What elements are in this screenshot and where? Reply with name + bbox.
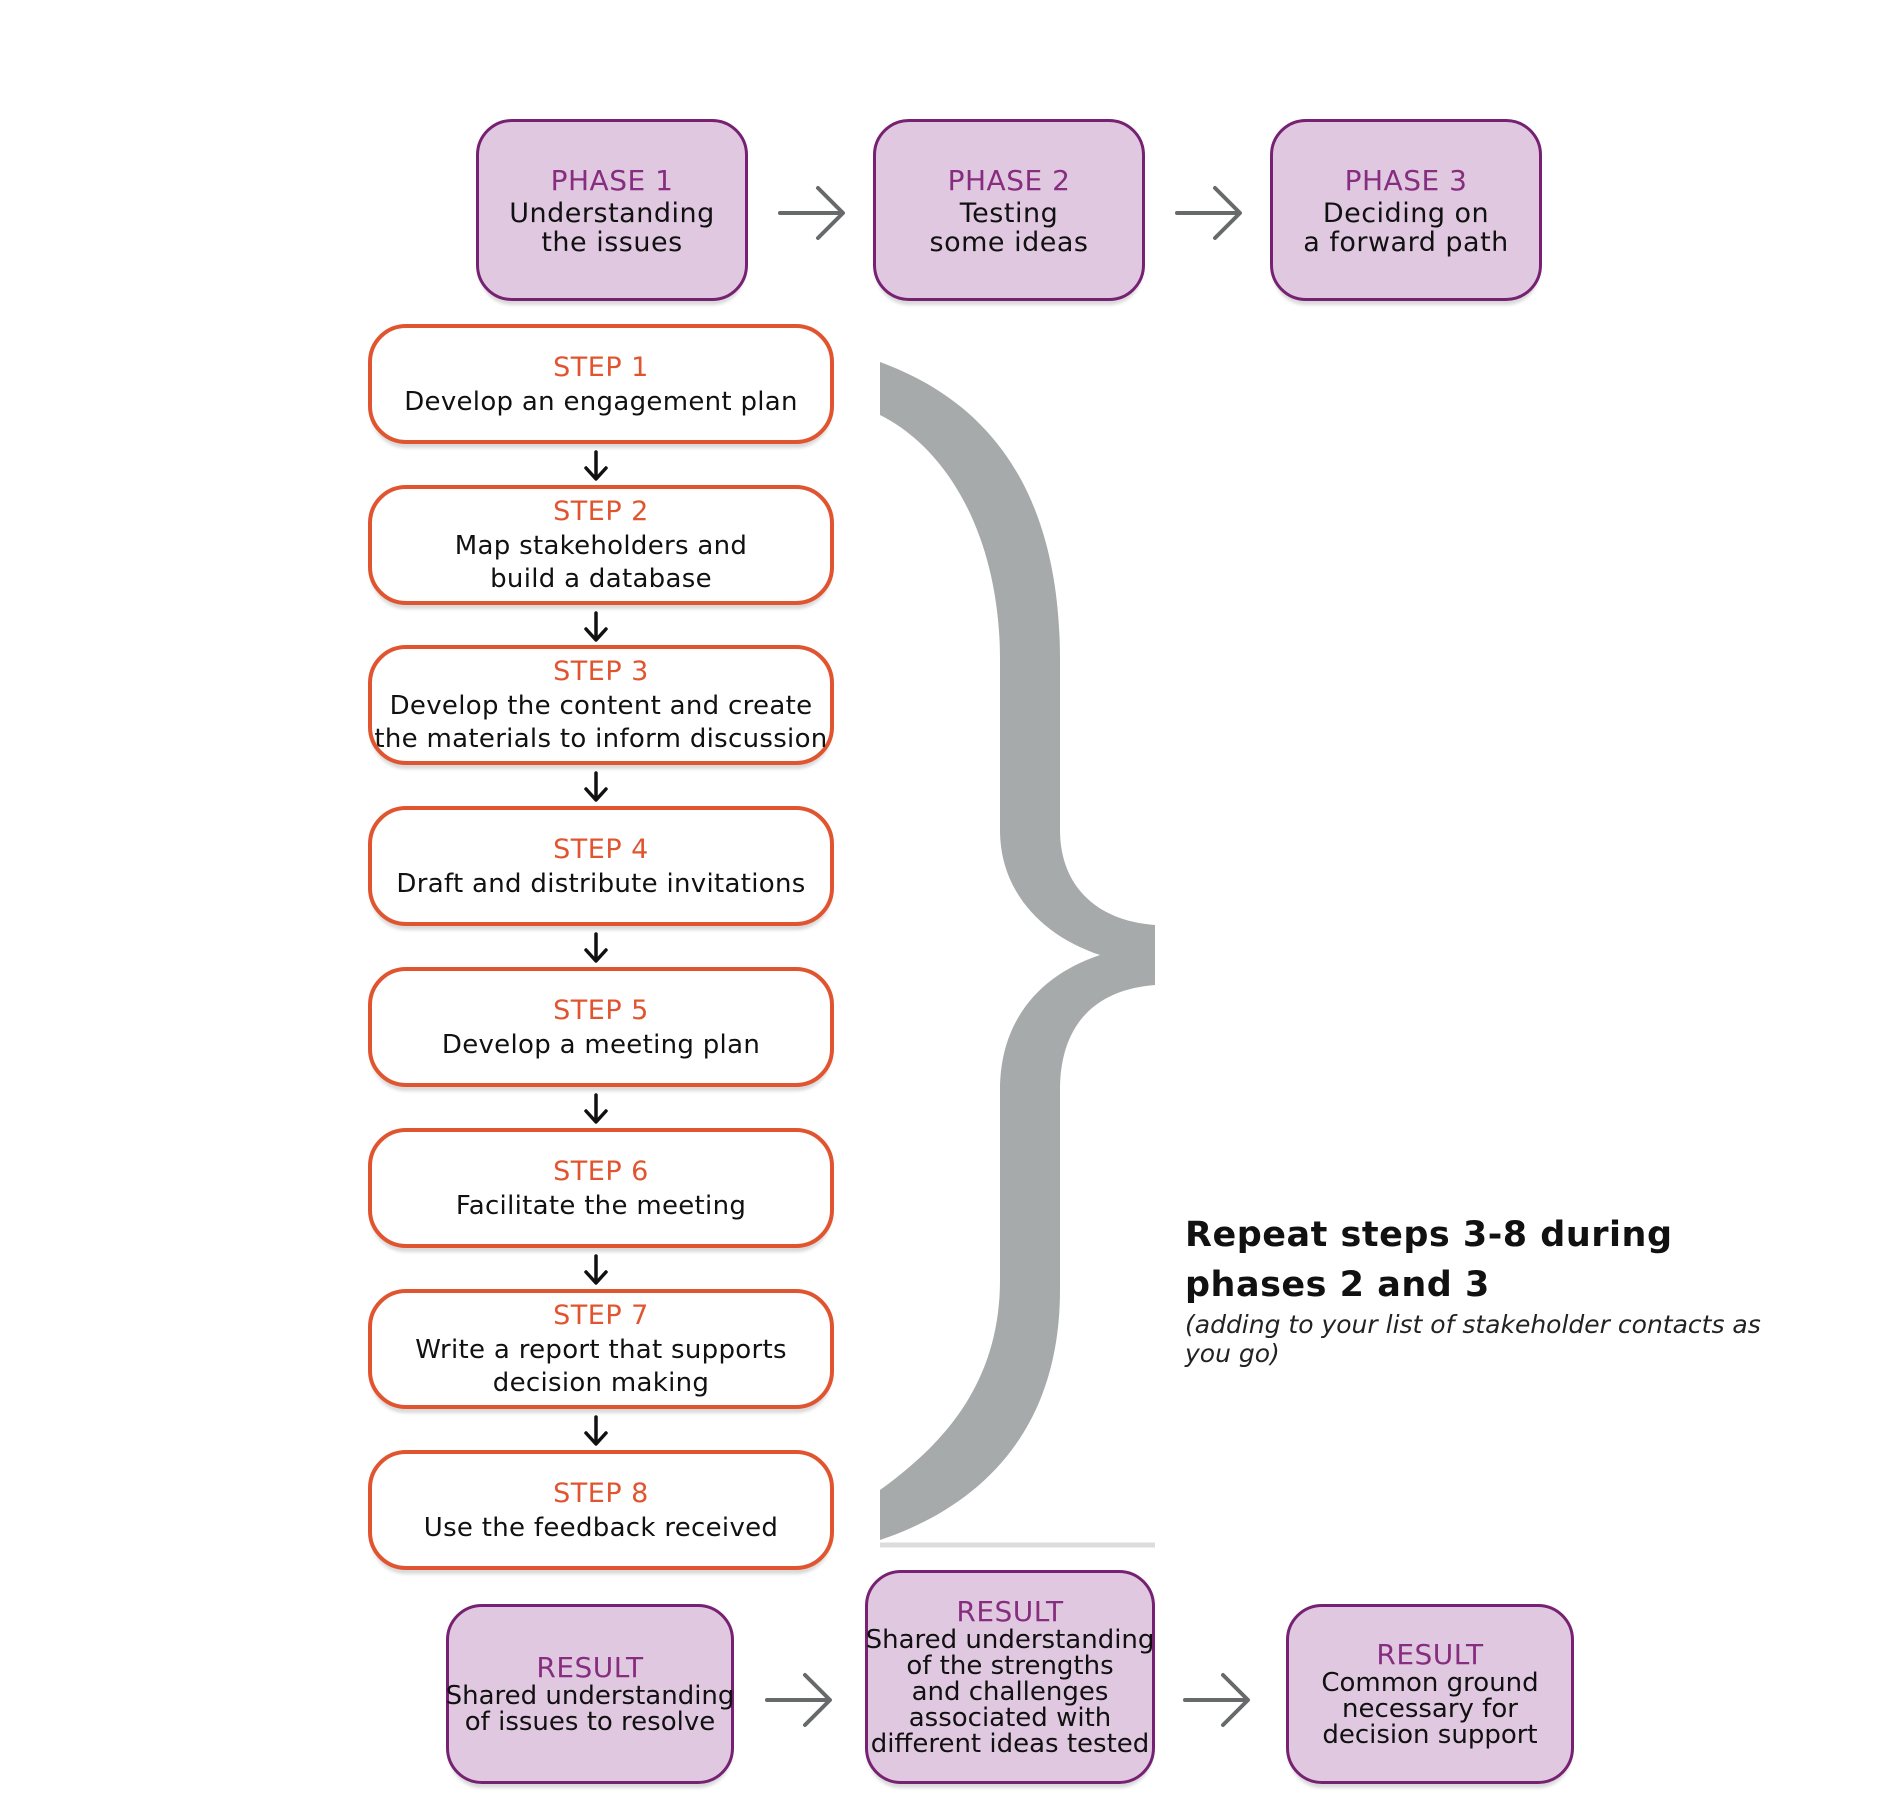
phase-text: Deciding on <box>1322 198 1490 229</box>
result-text: necessary for <box>1342 1694 1518 1724</box>
step-text: Draft and distribute invitations <box>396 868 806 899</box>
repeat-title-line: phases 2 and 3 <box>1185 1265 1490 1305</box>
step-text: Use the feedback received <box>423 1512 779 1543</box>
result-text: Common ground <box>1321 1668 1539 1698</box>
step-label: STEP 8 <box>553 1477 649 1509</box>
step-label: STEP 1 <box>553 351 649 383</box>
step-6-box: STEP 6 Facilitate the meeting <box>368 1128 834 1248</box>
phase-text: a forward path <box>1303 227 1509 258</box>
step-text: Develop the content and create <box>389 691 813 721</box>
phase-label: PHASE 1 <box>550 164 674 197</box>
arrow-right-icon <box>1183 1673 1250 1727</box>
repeat-title: Repeat steps 3-8 during phases 2 and 3 <box>1185 1210 1745 1310</box>
step-text: the materials to inform discussion <box>374 724 828 754</box>
arrow-down-icon <box>584 450 608 481</box>
step-label: STEP 7 <box>553 1300 649 1331</box>
arrow-right-icon <box>765 1673 832 1727</box>
repeat-note: (adding to your list of stakeholder cont… <box>1185 1310 1761 1368</box>
step-label: STEP 6 <box>553 1155 649 1187</box>
step-text: Write a report that supports <box>415 1335 787 1365</box>
arrow-down-icon <box>584 932 608 963</box>
step-label: STEP 3 <box>553 656 649 687</box>
step-text: Develop a meeting plan <box>441 1029 761 1060</box>
step-text: Facilitate the meeting <box>455 1190 747 1221</box>
result-text: associated with <box>908 1703 1112 1733</box>
phase-text: Testing <box>959 198 1059 229</box>
step-1-box: STEP 1 Develop an engagement plan <box>368 324 834 444</box>
phase-label: PHASE 2 <box>947 164 1071 197</box>
result-text: of issues to resolve <box>464 1707 716 1737</box>
phase-text: the issues <box>541 227 683 258</box>
result-3-box: RESULT Common ground necessary for decis… <box>1286 1604 1574 1784</box>
phase-2-box: PHASE 2 Testing some ideas <box>873 119 1145 301</box>
repeat-title-line: Repeat steps 3-8 during <box>1185 1215 1673 1255</box>
step-7-box: STEP 7 Write a report that supports deci… <box>368 1289 834 1409</box>
step-text: Develop an engagement plan <box>404 386 798 417</box>
phase-text: some ideas <box>929 227 1089 258</box>
step-text: decision making <box>492 1368 710 1398</box>
phase-3-box: PHASE 3 Deciding on a forward path <box>1270 119 1542 301</box>
arrow-down-icon <box>584 1254 608 1285</box>
result-label: RESULT <box>536 1651 644 1684</box>
result-1-box: RESULT Shared understanding of issues to… <box>446 1604 734 1784</box>
result-2-box: RESULT Shared understanding of the stren… <box>865 1570 1155 1784</box>
result-text: and challenges <box>911 1677 1109 1707</box>
brace-icon <box>880 362 1155 1540</box>
result-text: decision support <box>1322 1720 1538 1750</box>
result-label: RESULT <box>1376 1638 1484 1671</box>
arrow-down-icon <box>584 1093 608 1124</box>
phase-label: PHASE 3 <box>1344 164 1468 197</box>
step-text: Map stakeholders and <box>454 531 748 561</box>
result-text: Shared understanding <box>865 1625 1155 1655</box>
step-4-box: STEP 4 Draft and distribute invitations <box>368 806 834 926</box>
step-3-box: STEP 3 Develop the content and create th… <box>368 645 834 765</box>
step-8-box: STEP 8 Use the feedback received <box>368 1450 834 1570</box>
step-label: STEP 5 <box>553 994 649 1026</box>
result-label: RESULT <box>956 1595 1064 1628</box>
result-text: Shared understanding <box>445 1681 735 1711</box>
result-text: different ideas tested <box>870 1729 1150 1759</box>
step-2-box: STEP 2 Map stakeholders and build a data… <box>368 485 834 605</box>
phase-text: Understanding <box>509 198 715 229</box>
step-text: build a database <box>490 564 712 594</box>
step-label: STEP 2 <box>553 496 649 527</box>
result-text: of the strengths <box>906 1651 1114 1681</box>
step-5-box: STEP 5 Develop a meeting plan <box>368 967 834 1087</box>
arrow-down-icon <box>584 1415 608 1446</box>
arrow-right-icon <box>778 186 845 240</box>
arrow-down-icon <box>584 611 608 642</box>
arrow-right-icon <box>1175 186 1242 240</box>
arrow-down-icon <box>584 771 608 802</box>
step-label: STEP 4 <box>553 833 649 865</box>
phase-1-box: PHASE 1 Understanding the issues <box>476 119 748 301</box>
